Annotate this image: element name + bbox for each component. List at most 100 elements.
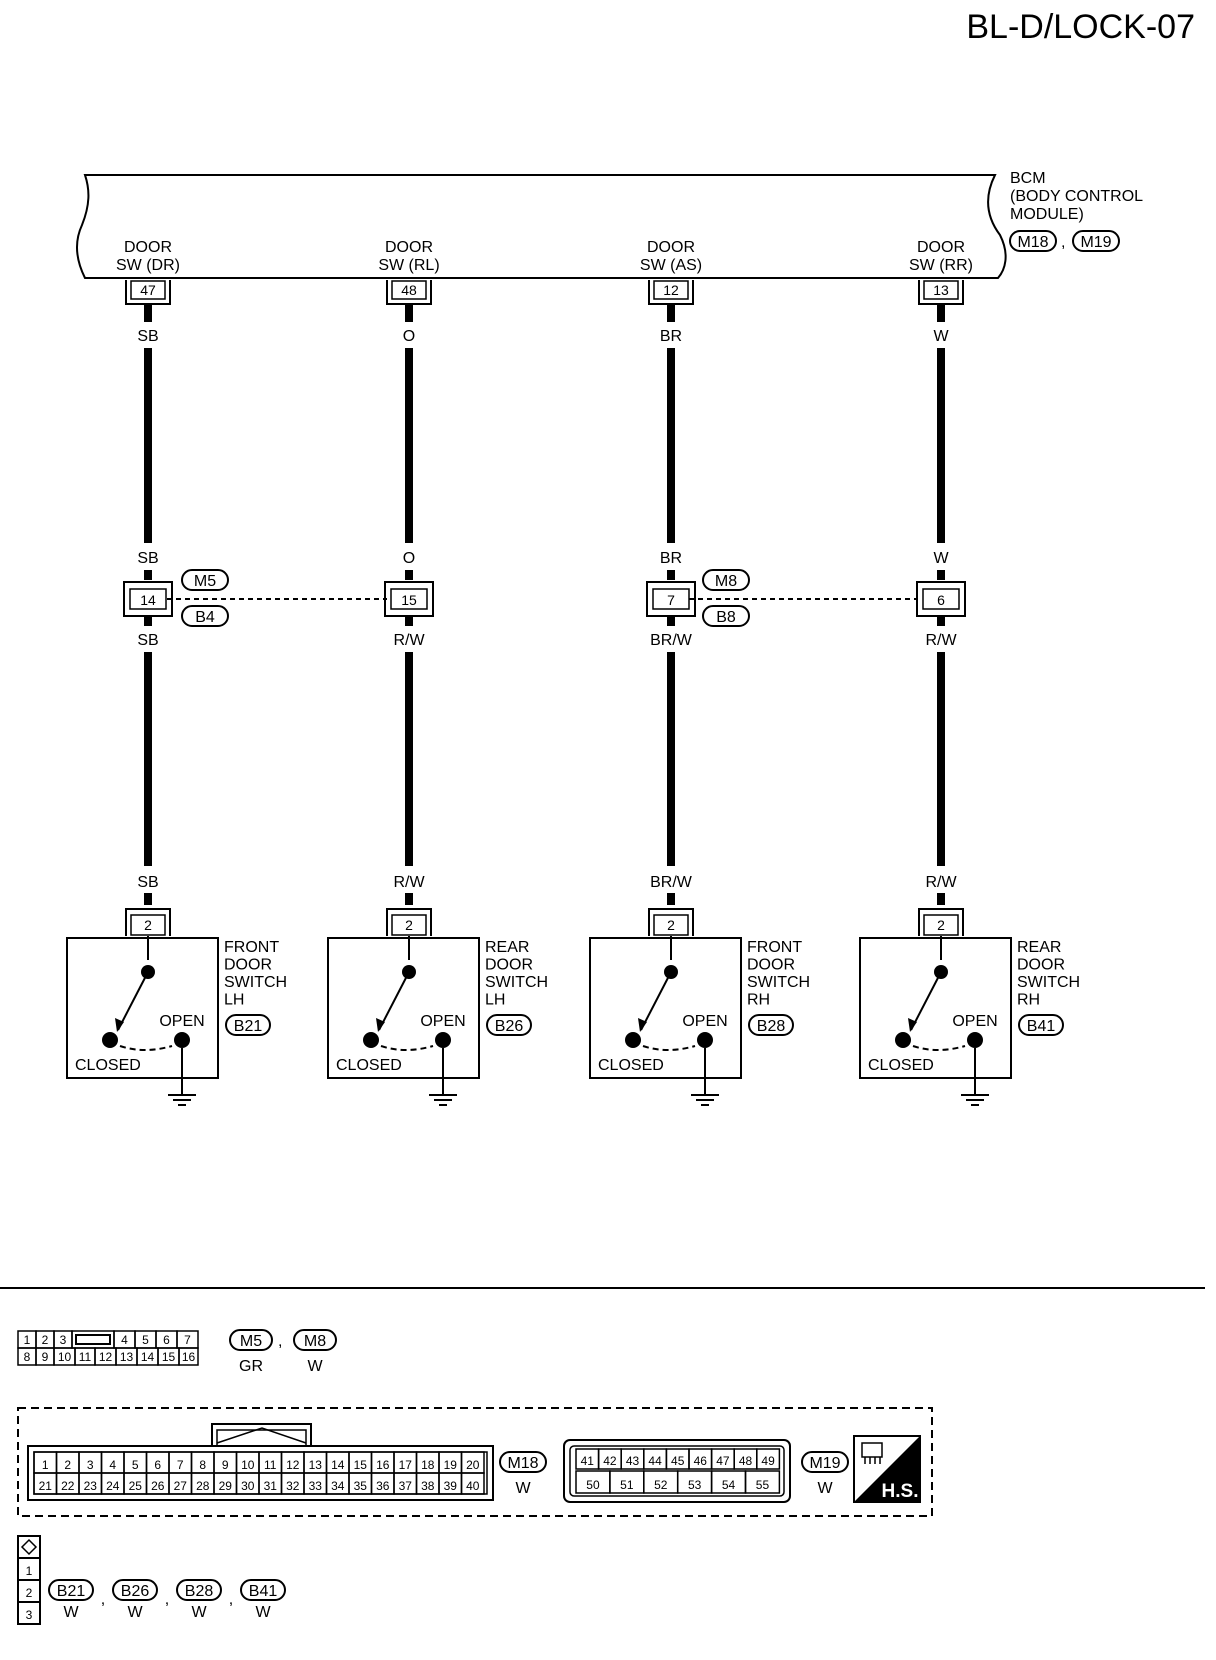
- bcm-connector-group-outline: [17, 1407, 933, 1517]
- m18-row2-pin: 29: [219, 1479, 233, 1493]
- m18-row1-pin: 15: [354, 1458, 368, 1472]
- m19-row1-pin: 47: [716, 1454, 730, 1468]
- legend-color-m18: W: [515, 1480, 531, 1497]
- legend-tag-m5: [229, 1329, 273, 1351]
- bcm-connector-m19: M19: [1080, 234, 1111, 251]
- wire-color-label: O: [403, 550, 415, 567]
- hs-label: H.S.: [882, 1481, 919, 1502]
- m5m8-row1-cell: [71, 1330, 115, 1349]
- switch-name-line: SWITCH: [485, 974, 548, 991]
- m18-row1-pin: 13: [309, 1458, 323, 1472]
- legend-connector-b-outline: [48, 1579, 94, 1601]
- switch-connector-tag: B41: [1027, 1018, 1056, 1035]
- legend-color-b: W: [255, 1604, 271, 1621]
- m18-row2-pin: 38: [421, 1479, 435, 1493]
- switch-pin-housing: [648, 908, 694, 936]
- open-label: OPEN: [682, 1013, 727, 1030]
- switch-name-line: SWITCH: [1017, 974, 1080, 991]
- inline-pin-box: [129, 588, 167, 610]
- switch-pin-number: 2: [667, 917, 675, 933]
- m18-row2-pin: 34: [331, 1479, 345, 1493]
- switch-name-line: LH: [224, 992, 244, 1009]
- m5m8-row1-pin: 1: [24, 1333, 31, 1347]
- open-contact: [967, 1032, 983, 1048]
- b-connector-cell: [17, 1601, 41, 1625]
- door-switch-body: [859, 937, 1012, 1079]
- m19-row1-pin: 45: [671, 1454, 685, 1468]
- inline-connector-b8: B8: [716, 609, 736, 626]
- bcm-pin-box: [923, 280, 959, 300]
- m18-row1-pin: 14: [331, 1458, 345, 1472]
- door-switch-body: [327, 937, 480, 1079]
- diamond-icon: [20, 1538, 38, 1556]
- legend-color-b: W: [63, 1604, 79, 1621]
- m19-row1-pin: 44: [648, 1454, 662, 1468]
- wire-color-label: R/W: [925, 632, 957, 649]
- legend-color-m8: W: [307, 1358, 323, 1375]
- connector-face-b: 123: [17, 1535, 41, 1625]
- inline-pin-box: [390, 588, 428, 610]
- legend-separator-b: ,: [101, 1591, 105, 1608]
- legend-connector-b: B28: [185, 1583, 214, 1600]
- m19-row1-pin: 46: [694, 1454, 708, 1468]
- m19-row1-pin: 41: [581, 1454, 595, 1468]
- wire-color-label: BR/W: [650, 874, 693, 891]
- m18-row2-cell: [460, 1472, 485, 1495]
- inline-pin-number: 14: [140, 592, 156, 608]
- m5m8-row1-pin: 7: [184, 1333, 191, 1347]
- switch-pin-number: 2: [405, 917, 413, 933]
- legend-tag-m8: [293, 1329, 337, 1351]
- m19-row1-cell: [756, 1448, 781, 1470]
- m19-row2-pin: 53: [688, 1478, 702, 1492]
- bcm-connector-m18: M18: [1017, 234, 1048, 251]
- m18-row1-pin: 12: [286, 1458, 300, 1472]
- m18-row1-pin: 16: [376, 1458, 390, 1472]
- m19-row2-cell: [744, 1470, 781, 1494]
- m5m8-row2-pin: 15: [162, 1350, 176, 1364]
- inline-pin-number: 7: [667, 592, 675, 608]
- m5m8-row2-pin: 11: [79, 1350, 92, 1364]
- m19-row2-pin: 54: [722, 1478, 736, 1492]
- bcm-pin-box: [653, 280, 689, 300]
- switch-arrow-icon: [376, 1018, 385, 1032]
- m18-row1-pin: 2: [64, 1458, 71, 1472]
- switch-travel-arc: [642, 1045, 696, 1051]
- m5m8-row2-pin: 9: [42, 1350, 49, 1364]
- m18-row1-pin: 3: [87, 1458, 94, 1472]
- m5m8-row2-pin: 13: [120, 1350, 134, 1364]
- switch-name-line: DOOR: [747, 957, 795, 974]
- bcm-terminal-label-line1: DOOR: [385, 239, 433, 256]
- inline-pin-number: 15: [401, 592, 417, 608]
- m5m8-row2-pin: 12: [99, 1350, 113, 1364]
- m18-row2-pin: 35: [354, 1479, 368, 1493]
- b-connector-pin: 3: [26, 1608, 33, 1622]
- bcm-terminal-label-line2: SW (AS): [640, 257, 702, 274]
- connector-plug-icon: [861, 1442, 883, 1458]
- switch-name-line: REAR: [485, 939, 529, 956]
- closed-contact: [102, 1032, 118, 1048]
- switch-name-line: DOOR: [224, 957, 272, 974]
- switch-pin-housing: [125, 908, 171, 936]
- m18-row2-pin: 30: [241, 1479, 255, 1493]
- legend-color-b: W: [127, 1604, 143, 1621]
- switch-connector-tag-outline: [748, 1014, 794, 1036]
- switch-pin-housing: [918, 908, 964, 936]
- inline-pin-number: 6: [937, 592, 945, 608]
- switch-arm: [117, 971, 149, 1031]
- m18-row2-pin: 26: [151, 1479, 165, 1493]
- closed-label: CLOSED: [598, 1057, 664, 1074]
- open-contact: [174, 1032, 190, 1048]
- bcm-terminal-label-line1: DOOR: [917, 239, 965, 256]
- open-label: OPEN: [952, 1013, 997, 1030]
- switch-pin-number: 2: [937, 917, 945, 933]
- wire-color-label: BR/W: [650, 632, 693, 649]
- switch-name-line: REAR: [1017, 939, 1061, 956]
- switch-name-line: SWITCH: [224, 974, 287, 991]
- m5m8-row1-pin: 6: [163, 1333, 170, 1347]
- m18-row1-pin: 1: [42, 1458, 49, 1472]
